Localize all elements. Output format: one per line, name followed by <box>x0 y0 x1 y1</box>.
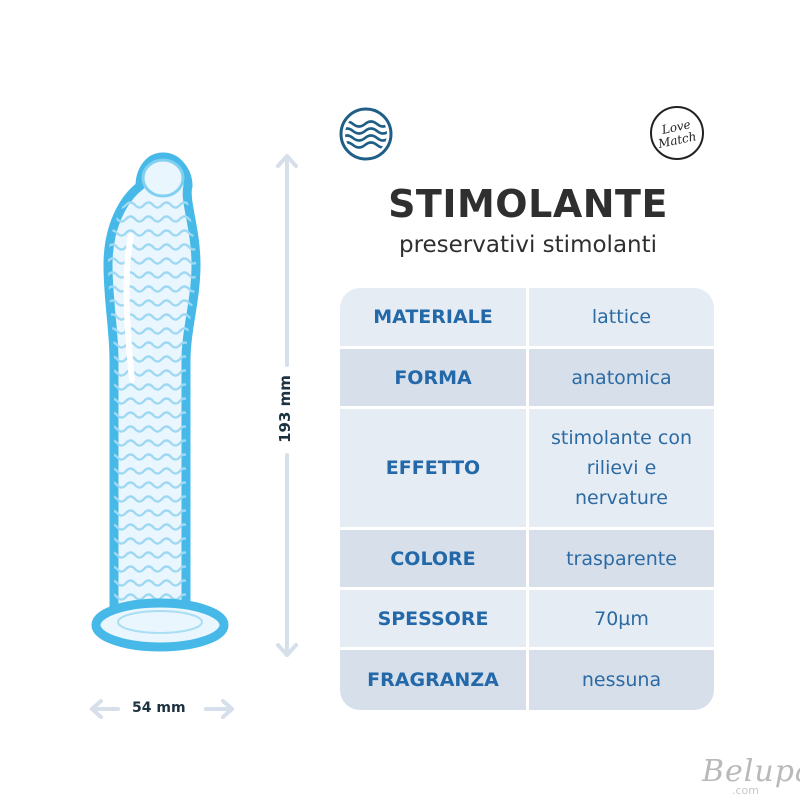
spec-label: EFFETTO <box>340 409 526 527</box>
wave-line <box>108 453 196 461</box>
spec-label: FORMA <box>340 349 526 406</box>
wave-line <box>108 579 196 587</box>
spec-label: SPESSORE <box>340 590 526 647</box>
wave-line <box>108 509 196 517</box>
spec-value: stimolante con rilievi e nervature <box>529 409 714 527</box>
watermark-domain: .com <box>732 784 759 797</box>
wave-texture <box>108 201 196 610</box>
love-match-logo: Love Match <box>650 106 704 160</box>
wave-line <box>108 537 196 545</box>
spec-row-forma: FORMA anatomica <box>340 349 714 406</box>
wave-line <box>108 327 196 335</box>
wave-line <box>108 243 196 251</box>
wave-line <box>108 565 196 573</box>
spec-value: 70µm <box>529 590 714 647</box>
wave-line <box>108 313 196 321</box>
wave-line <box>108 439 196 447</box>
wave-line <box>108 383 196 391</box>
spec-value: anatomica <box>529 349 714 406</box>
width-label: 54 mm <box>132 700 186 716</box>
wave-line <box>108 271 196 279</box>
spec-label: COLORE <box>340 530 526 587</box>
wave-line <box>108 425 196 433</box>
wave-line <box>108 551 196 559</box>
product-subtitle: preservativi stimolanti <box>398 232 658 258</box>
wave-line <box>108 523 196 531</box>
condom-outline <box>103 152 201 615</box>
product-title: STIMOLANTE <box>388 182 668 226</box>
spec-row-colore: COLORE trasparente <box>340 530 714 587</box>
wave-line <box>108 229 196 237</box>
highlight <box>123 233 135 383</box>
spec-label: MATERIALE <box>340 288 526 346</box>
spec-value: trasparente <box>529 530 714 587</box>
reservoir-tip <box>141 158 185 198</box>
spec-row-effetto: EFFETTO stimolante con rilievi e nervatu… <box>340 409 714 527</box>
length-label: 193 mm <box>276 375 294 443</box>
base-ring <box>91 598 229 652</box>
wave-line <box>108 355 196 363</box>
wave-texture-icon <box>339 107 393 161</box>
wave-line <box>108 369 196 377</box>
wave-line <box>108 495 196 503</box>
wave-line <box>108 467 196 475</box>
wave-line <box>108 397 196 405</box>
width-arrow <box>90 699 234 719</box>
spec-value: lattice <box>529 288 714 346</box>
spec-label: FRAGRANZA <box>340 650 526 710</box>
spec-table: MATERIALE lattice FORMA anatomica EFFETT… <box>340 288 714 710</box>
spec-row-spessore: SPESSORE 70µm <box>340 590 714 647</box>
wave-line <box>108 481 196 489</box>
watermark-logo: Belupa <box>702 754 800 789</box>
wave-line <box>108 341 196 349</box>
wave-line <box>108 299 196 307</box>
spec-row-fragranza: FRAGRANZA nessuna <box>340 650 714 710</box>
spec-value: nessuna <box>529 650 714 710</box>
wave-line <box>108 593 196 601</box>
wave-line <box>108 411 196 419</box>
svg-text:Love: Love <box>660 117 692 137</box>
wave-line <box>108 285 196 293</box>
wave-line <box>108 257 196 265</box>
spec-row-materiale: MATERIALE lattice <box>340 288 714 346</box>
height-arrow <box>276 154 298 657</box>
